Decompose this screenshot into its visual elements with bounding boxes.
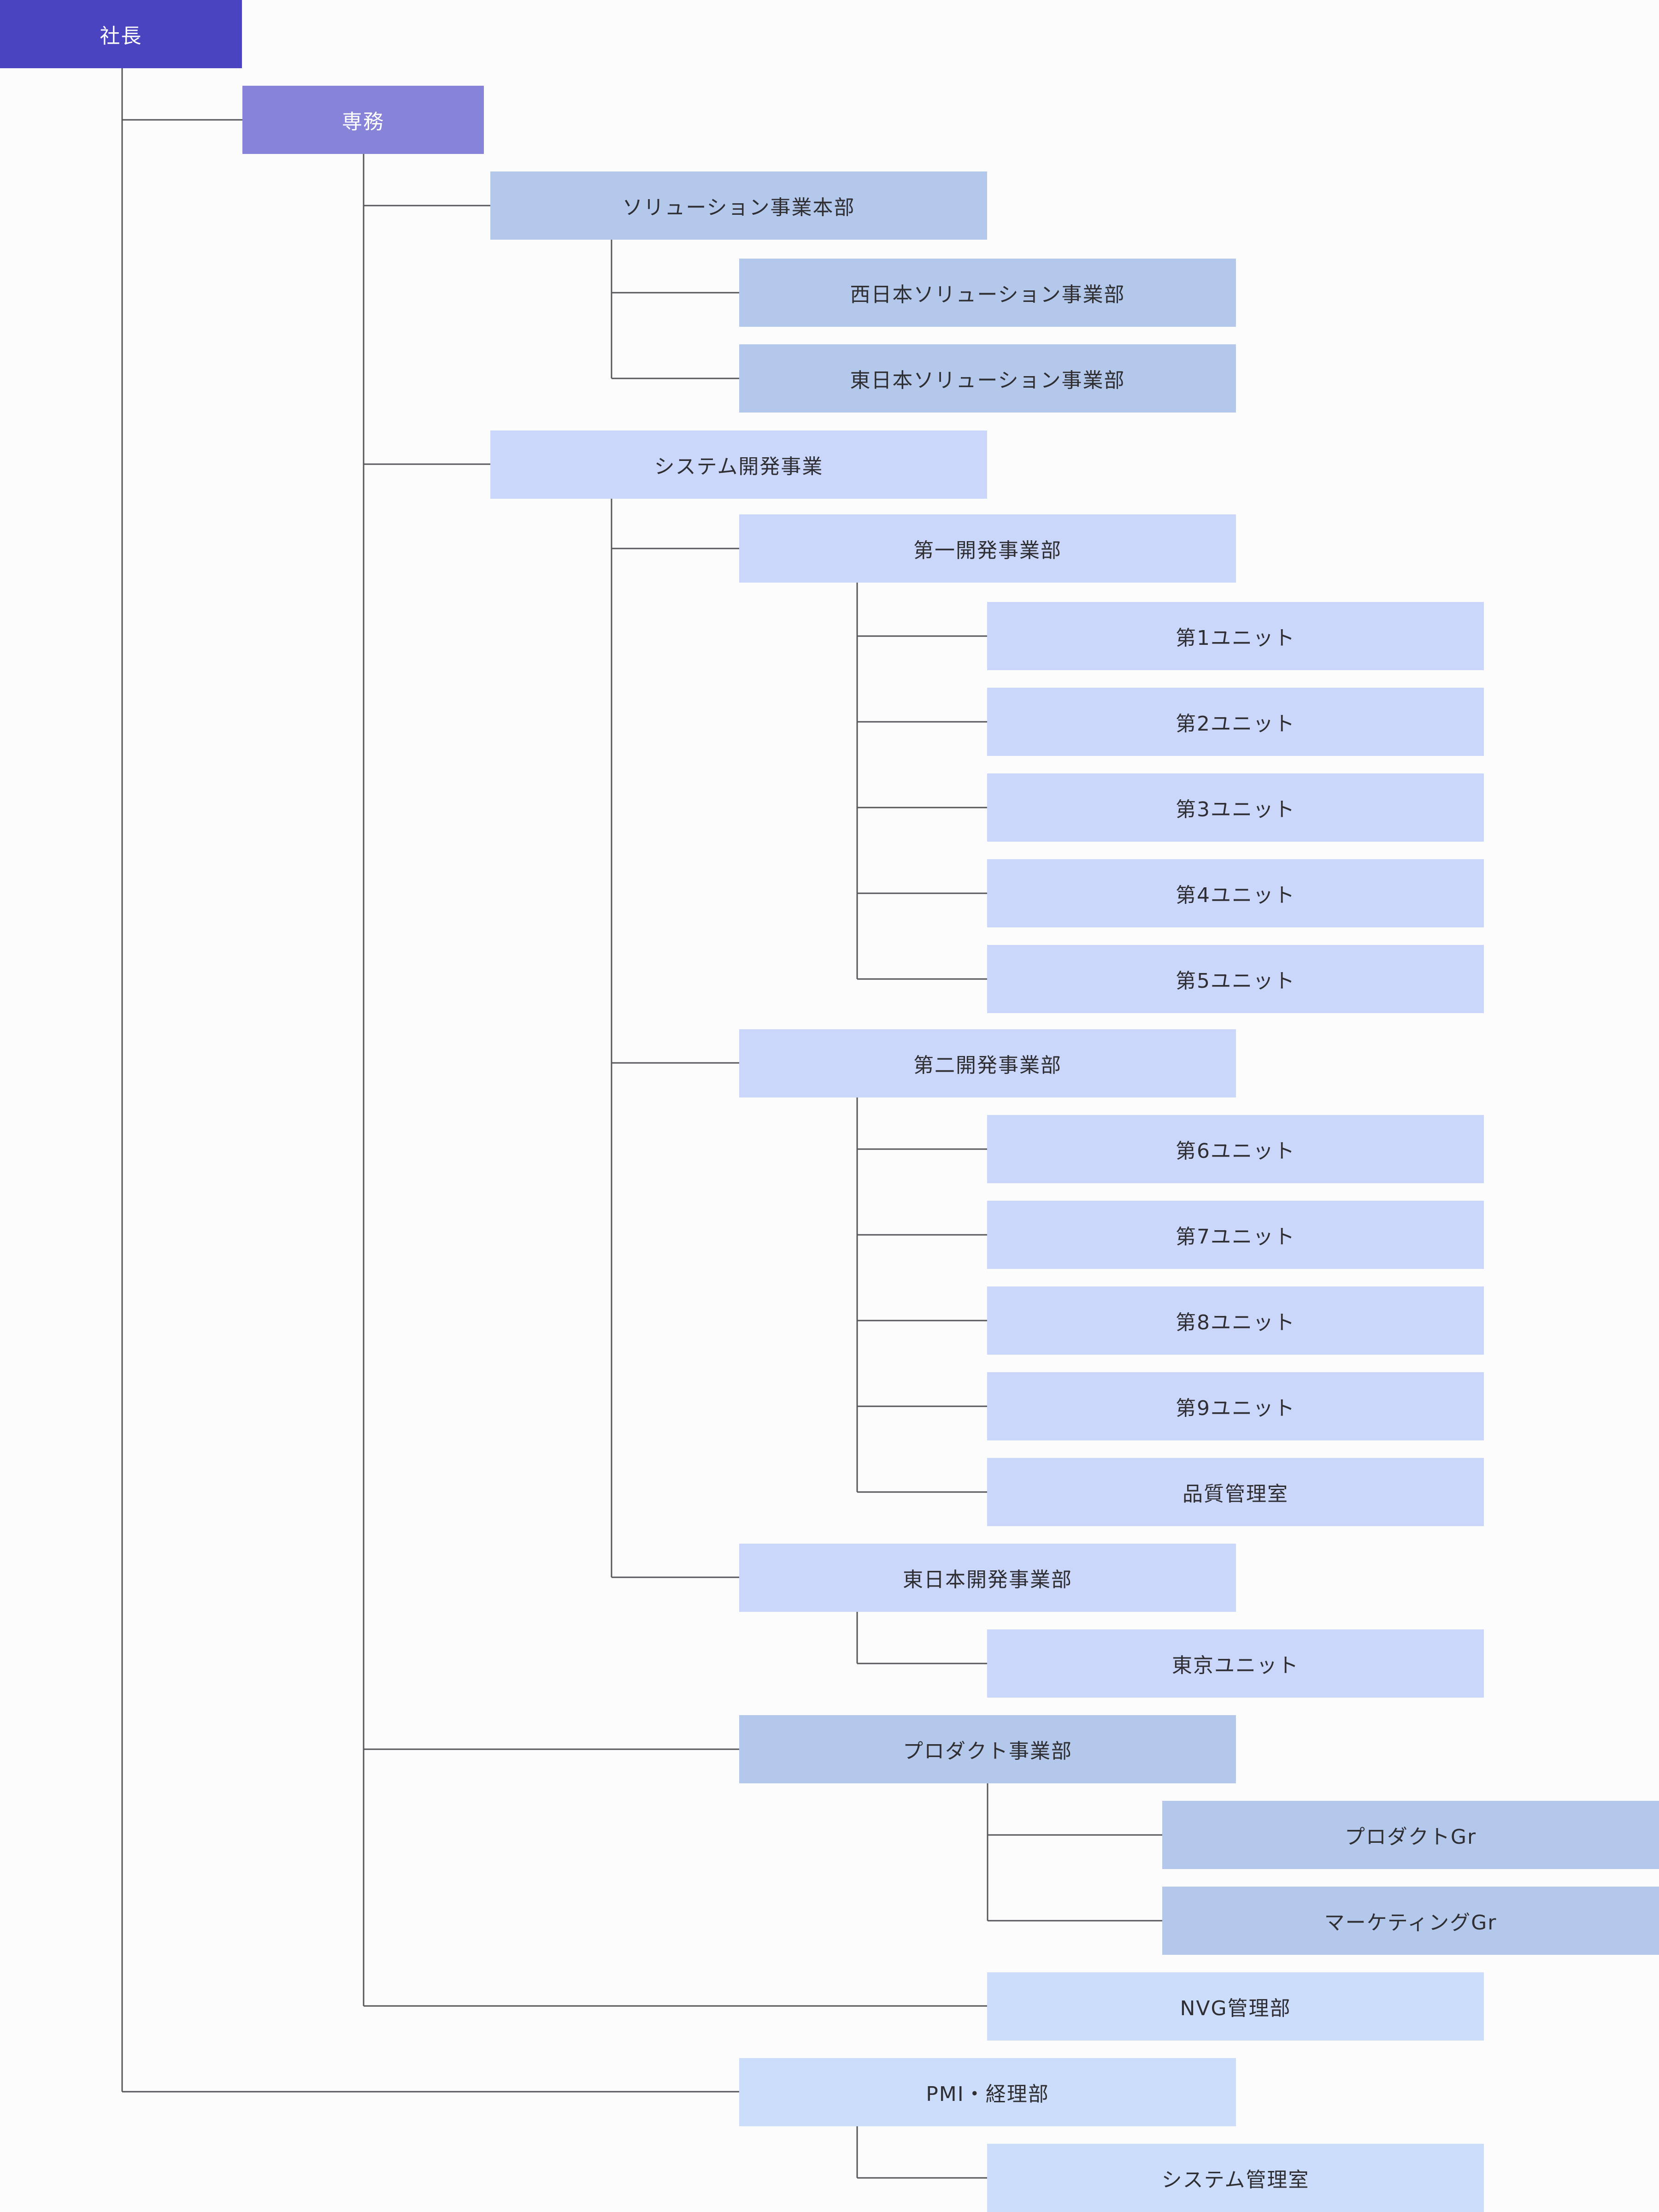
node-product-group: プロダクトGr bbox=[1162, 1801, 1659, 1869]
node-nvg-management-division: NVG管理部 bbox=[987, 1972, 1484, 2041]
node-solution-hq: ソリューション事業本部 bbox=[490, 171, 987, 240]
node-second-development-division: 第二開発事業部 bbox=[739, 1029, 1236, 1097]
node-marketing-group: マーケティングGr bbox=[1162, 1887, 1659, 1955]
node-first-development-division: 第一開発事業部 bbox=[739, 514, 1236, 583]
node-tokyo-unit: 東京ユニット bbox=[987, 1629, 1484, 1698]
node-east-japan-development-division: 東日本開発事業部 bbox=[739, 1544, 1236, 1612]
node-system-development: システム開発事業 bbox=[490, 431, 987, 499]
node-product-division: プロダクト事業部 bbox=[739, 1715, 1236, 1783]
node-unit-2: 第2ユニット bbox=[987, 688, 1484, 756]
node-unit-3: 第3ユニット bbox=[987, 773, 1484, 842]
node-unit-1: 第1ユニット bbox=[987, 602, 1484, 670]
node-unit-7: 第7ユニット bbox=[987, 1201, 1484, 1269]
node-senior-managing-director: 専務 bbox=[242, 86, 484, 154]
node-unit-8: 第8ユニット bbox=[987, 1286, 1484, 1355]
node-west-japan-solution-division: 西日本ソリューション事業部 bbox=[739, 259, 1236, 327]
node-pmi-accounting-division: PMI・経理部 bbox=[739, 2058, 1236, 2126]
node-unit-9: 第9ユニット bbox=[987, 1372, 1484, 1440]
node-unit-6: 第6ユニット bbox=[987, 1115, 1484, 1183]
node-president: 社長 bbox=[0, 0, 242, 68]
node-east-japan-solution-division: 東日本ソリューション事業部 bbox=[739, 344, 1236, 413]
node-system-administration-office: システム管理室 bbox=[987, 2144, 1484, 2212]
node-unit-5: 第5ユニット bbox=[987, 945, 1484, 1013]
node-quality-control-office: 品質管理室 bbox=[987, 1458, 1484, 1526]
node-unit-4: 第4ユニット bbox=[987, 859, 1484, 927]
